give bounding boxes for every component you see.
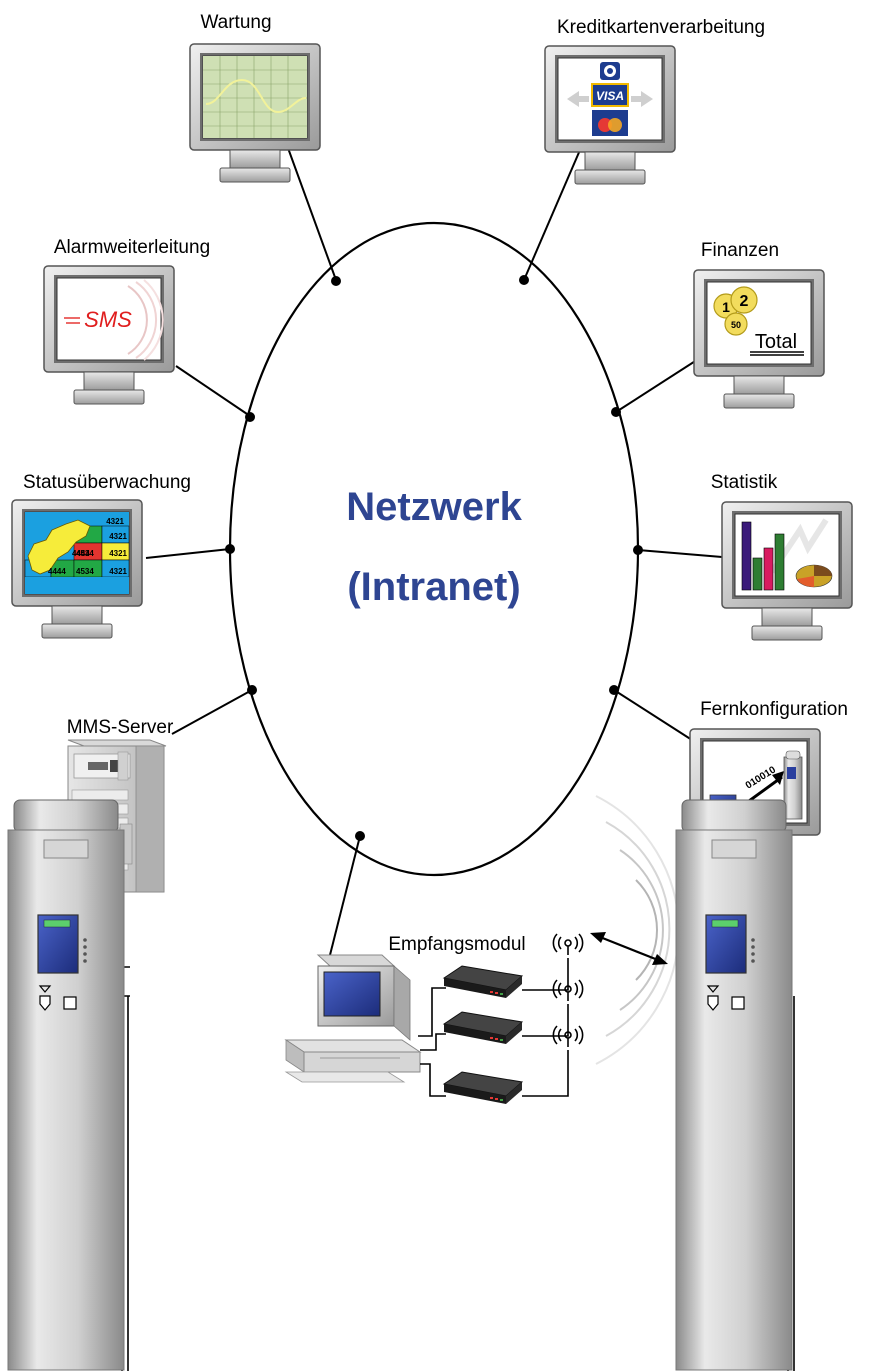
node-statistik: Statistik — [711, 472, 853, 641]
connection-lines — [145, 147, 723, 956]
fuel-pump-left — [7, 799, 130, 1371]
network-ellipse — [228, 221, 640, 877]
link-empfang — [329, 835, 361, 956]
wireless-link-arrow — [590, 932, 668, 965]
status-cell: 4534 — [76, 549, 94, 558]
monitor-wartung — [189, 43, 321, 183]
link-finanzen — [615, 357, 701, 413]
junction-dots — [225, 275, 643, 841]
router — [443, 1071, 523, 1105]
node-finanzen: Finanzen 1 2 50 Total — [693, 240, 825, 409]
label-fernkonfig: Fernkonfiguration — [700, 699, 848, 720]
cables — [418, 958, 569, 1097]
finance-screen: 1 2 50 Total — [713, 286, 804, 356]
status-cell: 4534 — [76, 567, 94, 576]
link-wartung — [287, 147, 337, 281]
label-status: Statusüberwachung — [23, 472, 191, 493]
label-empfang: Empfangsmodul — [388, 934, 525, 955]
status-map-screen: 4321 4321 4444 4534 4321 4444 4534 4321 — [24, 512, 130, 594]
statistics-screen — [741, 518, 833, 591]
status-cell: 4444 — [72, 549, 90, 558]
label-mms: MMS-Server — [67, 717, 174, 738]
sms-text: SMS — [84, 307, 132, 332]
monitor-finanzen: 1 2 50 Total — [693, 269, 825, 409]
desktop-pc — [284, 954, 422, 1083]
total-text: Total — [755, 331, 797, 353]
link-statistik — [637, 549, 723, 558]
visa-text: VISA — [596, 89, 624, 103]
monitor-alarm: SMS — [43, 265, 175, 405]
status-cell: 4321 — [109, 567, 127, 576]
link-alarm — [175, 365, 251, 417]
label-statistik: Statistik — [711, 472, 778, 493]
monitor-statistik — [721, 501, 853, 641]
link-fernkonfig — [613, 689, 693, 741]
antenna-icon — [552, 933, 584, 956]
label-alarm: Alarmweiterleitung — [54, 237, 210, 258]
node-alarm: Alarmweiterleitung SMS — [43, 237, 210, 405]
node-status: Statusüberwachung 4321 4321 4444 4534 43… — [11, 472, 191, 639]
coin-1: 1 — [722, 299, 730, 315]
router — [443, 1011, 523, 1045]
sms-screen: SMS — [64, 279, 164, 361]
network-subtitle: (Intranet) — [347, 565, 520, 609]
link-status — [145, 548, 231, 559]
link-mms — [171, 689, 253, 735]
coin-2: 2 — [740, 293, 749, 310]
status-cell: 4321 — [106, 517, 124, 526]
monitor-status: 4321 4321 4444 4534 4321 4444 4534 4321 — [11, 499, 143, 639]
label-kreditkarten: Kreditkartenverarbeitung — [557, 17, 765, 38]
status-cell: 4321 — [109, 532, 127, 541]
status-cell: 4444 — [48, 567, 66, 576]
router — [443, 965, 523, 999]
status-cell: 4321 — [109, 549, 127, 558]
label-finanzen: Finanzen — [701, 240, 779, 261]
link-kreditkarten — [523, 149, 581, 281]
credit-card-screen: VISA — [567, 62, 653, 136]
monitor-kreditkarten: VISA — [544, 45, 676, 185]
node-empfang: Empfangsmodul — [284, 933, 584, 1105]
label-wartung: Wartung — [200, 12, 271, 33]
network-title: Netzwerk — [346, 485, 522, 529]
fuel-pump-right — [675, 799, 795, 1371]
node-kreditkarten: Kreditkartenverarbeitung VISA — [544, 17, 765, 185]
oscilloscope-screen — [203, 56, 307, 138]
node-wartung: Wartung — [189, 12, 321, 183]
coin-50: 50 — [731, 320, 741, 330]
